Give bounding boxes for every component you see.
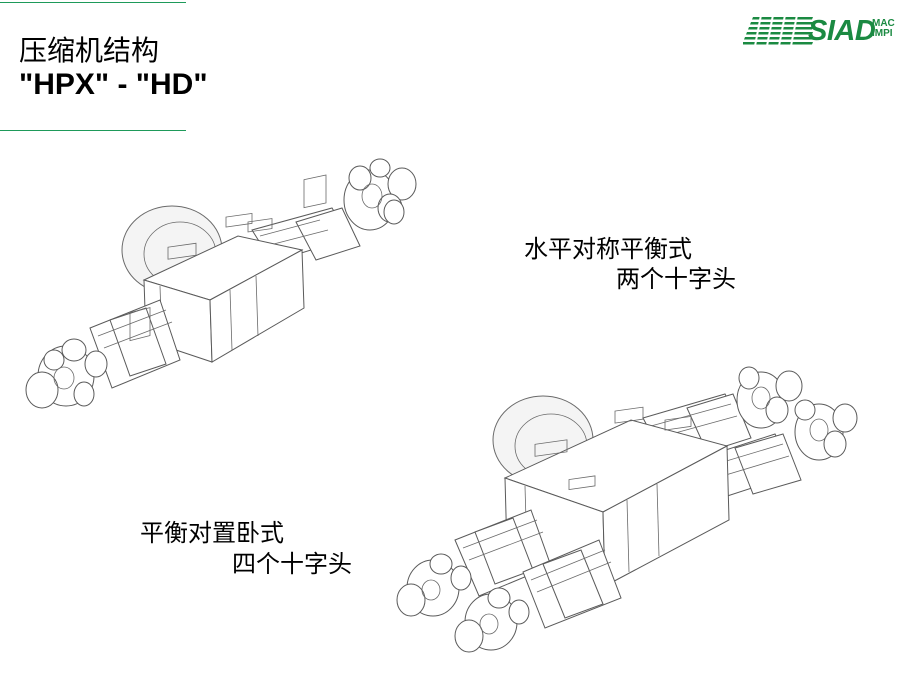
logo-subtext-line1: MAC — [872, 18, 895, 29]
logo-subtext-line2: IMPI — [872, 28, 893, 39]
page-title-line2: "HPX" - "HD" — [19, 68, 208, 101]
siad-logo: SIAD MAC IMPI — [743, 10, 902, 50]
hpx-caption-line1: 水平对称平衡式 — [524, 235, 692, 263]
hd-compressor-drawing — [396, 366, 858, 653]
hpx-caption-line2: 两个十字头 — [616, 265, 736, 293]
hd-right-upper-cylinder-head — [736, 366, 803, 429]
hd-caption-line2: 四个十字头 — [232, 550, 352, 578]
logo-stripes-icon — [743, 14, 813, 47]
hpx-left-cylinder-head — [25, 338, 108, 409]
hpx-right-cylinder-head — [343, 158, 417, 231]
header-rule-bottom — [0, 130, 186, 131]
hpx-compressor-drawing — [25, 158, 417, 409]
header-rule-top — [0, 2, 186, 3]
page-title-line1: 压缩机结构 — [19, 34, 160, 67]
hd-right-lower-cylinder-head — [794, 399, 858, 461]
hd-caption-line1: 平衡对置卧式 — [140, 519, 284, 547]
logo-subtext: MAC IMPI — [872, 19, 902, 39]
hd-left-upper-cylinder-head — [396, 553, 472, 617]
page-title: 压缩机结构 "HPX" - "HD" — [19, 34, 208, 102]
logo-wordmark: SIAD — [808, 15, 876, 47]
hd-left-lower-cylinder-head — [454, 587, 530, 653]
